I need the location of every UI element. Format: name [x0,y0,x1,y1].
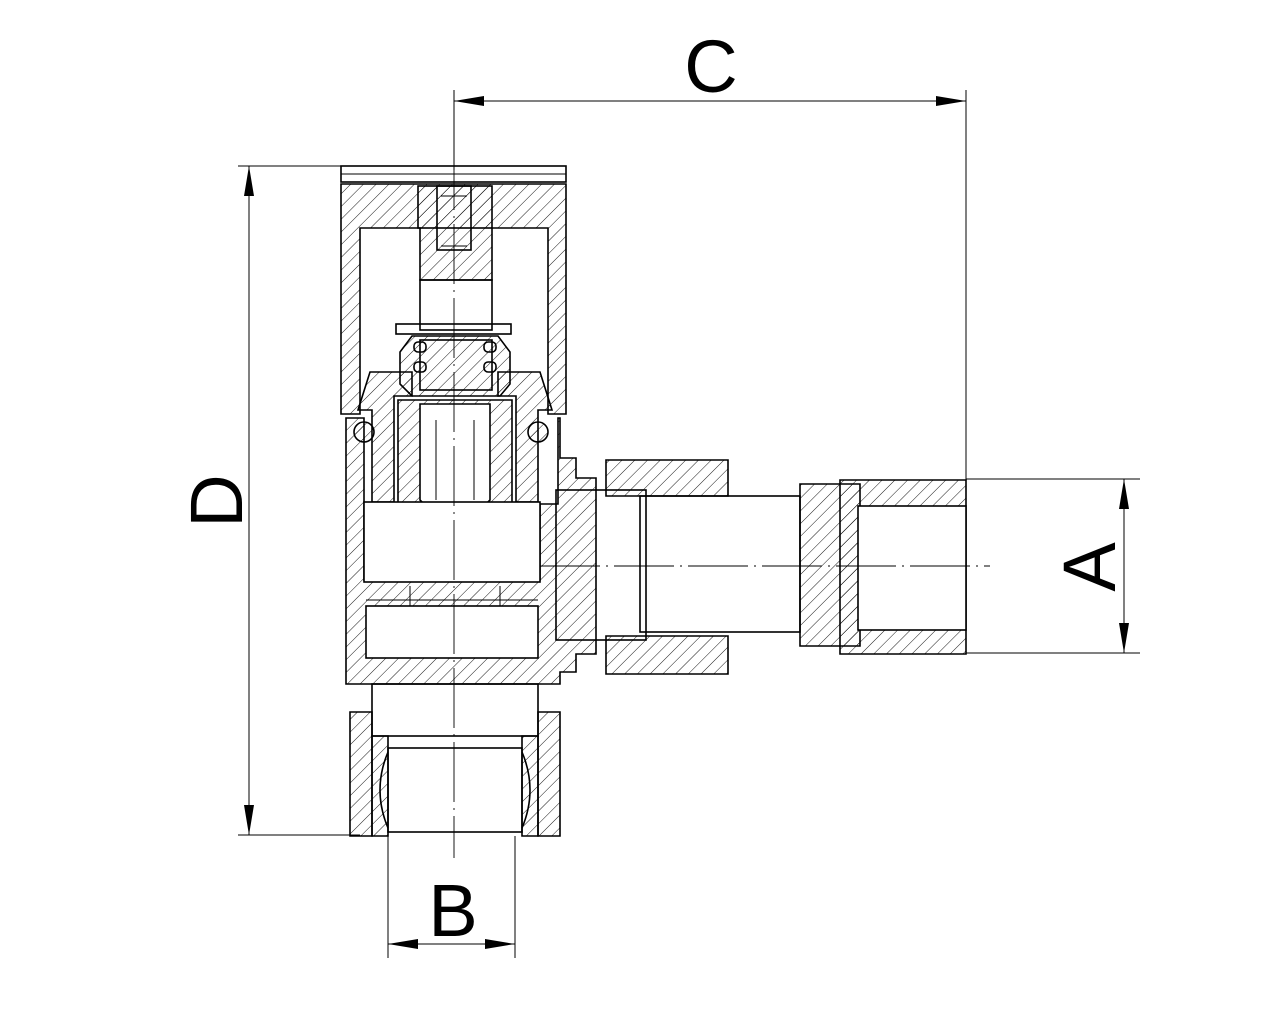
valve-cap [340,165,567,415]
dimension-label-b: B [428,869,477,952]
dimension-a: A [966,478,1140,654]
dimension-label-c: C [684,25,737,108]
valve-lower-tail [349,683,561,837]
dimension-label-a: A [1048,542,1131,592]
valve-body [345,417,597,685]
dimension-c: C [453,25,967,480]
dimension-d: D [175,165,360,836]
dimension-b: B [387,836,516,958]
center-lines [453,150,990,858]
dimension-label-d: D [175,474,258,527]
valve-stem [395,279,512,397]
side-outlet-union [555,459,967,675]
